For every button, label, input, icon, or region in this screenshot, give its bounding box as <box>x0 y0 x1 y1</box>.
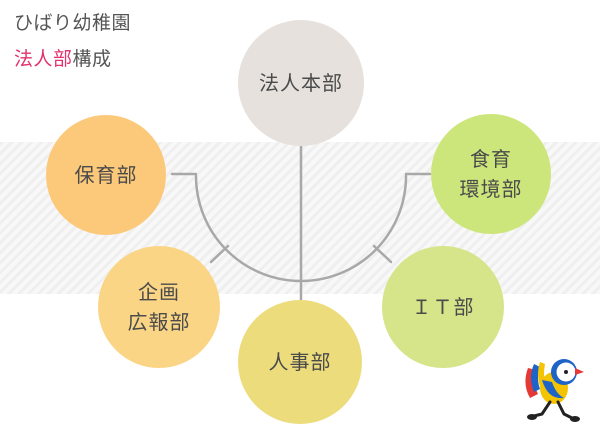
it-connector <box>372 244 393 264</box>
node-hq-label: 法人本部 <box>259 71 343 95</box>
subtitle-rest: 構成 <box>72 48 112 70</box>
node-planning-pr: 企画 広報部 <box>98 246 220 368</box>
node-it-label: ＩＴ部 <box>411 295 475 319</box>
page-title: ひばり幼稚園 <box>14 12 132 34</box>
node-food-environment: 食育 環境部 <box>431 114 551 234</box>
node-food-line1: 食育 <box>470 147 512 171</box>
node-childcare-label: 保育部 <box>74 163 138 187</box>
page-subtitle: 法人部構成 <box>14 46 112 72</box>
running-bird-mascot-icon <box>525 359 584 422</box>
subtitle-accent: 法人部 <box>14 48 73 70</box>
node-food-line2: 環境部 <box>459 177 523 201</box>
node-pr-line2: 広報部 <box>127 310 191 334</box>
node-hr-label: 人事部 <box>268 350 332 374</box>
node-it: ＩＴ部 <box>382 246 504 368</box>
node-hq: 法人本部 <box>238 20 364 146</box>
pr-connector <box>209 244 230 264</box>
node-pr-line1: 企画 <box>138 280 180 304</box>
node-hr: 人事部 <box>238 300 362 424</box>
node-childcare: 保育部 <box>46 115 166 235</box>
